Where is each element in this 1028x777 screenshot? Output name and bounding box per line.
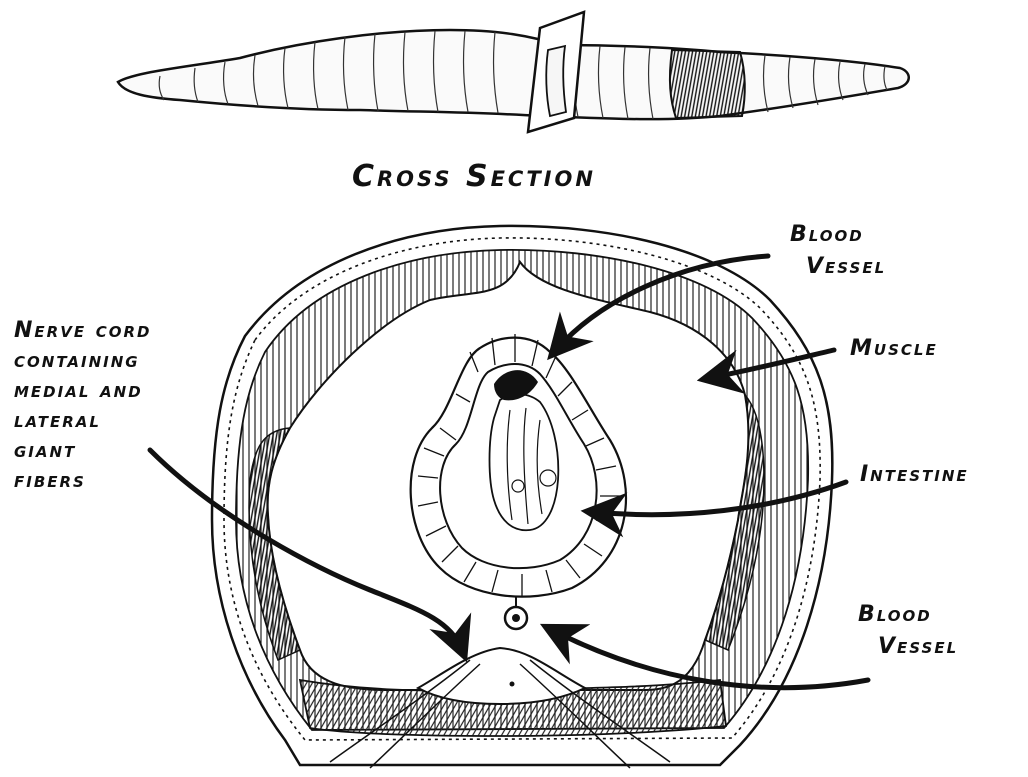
label-nerve-1: Nerve cord xyxy=(14,316,152,346)
label-blood-top-2: Vessel xyxy=(806,252,886,282)
label-muscle: Muscle xyxy=(850,334,938,364)
label-nerve-5: giant xyxy=(14,436,76,466)
earthworm-body xyxy=(118,12,909,132)
label-nerve-3: medial and xyxy=(14,376,143,406)
label-nerve-4: lateral xyxy=(14,406,101,436)
label-nerve-2: containing xyxy=(14,346,140,376)
label-nerve-6: fibers xyxy=(14,466,86,496)
label-blood-bottom-1: Blood xyxy=(858,600,932,630)
label-blood-bottom-2: Vessel xyxy=(878,632,958,662)
label-intestine: Intestine xyxy=(860,460,969,490)
label-blood-top-1: Blood xyxy=(790,220,864,250)
title-cross-section: Cross Section xyxy=(352,162,596,192)
